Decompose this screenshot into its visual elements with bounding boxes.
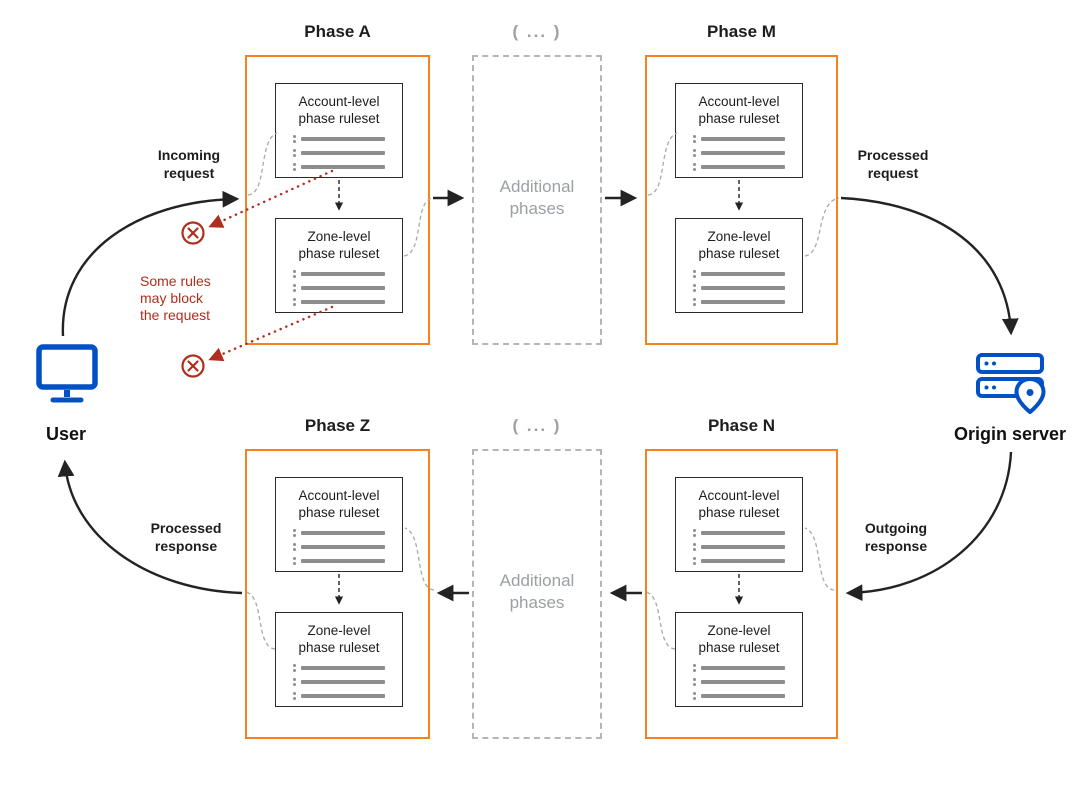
rule-lines xyxy=(693,664,785,700)
origin-server-icon xyxy=(976,353,1046,414)
processed-response-label: Processed response xyxy=(150,520,222,554)
phase-n-account-ruleset-card: Account-level phase ruleset xyxy=(675,477,803,572)
rule-line xyxy=(693,557,785,565)
rule-line xyxy=(693,678,785,686)
rule-line xyxy=(293,135,385,143)
phase-a-title: Phase A xyxy=(304,22,371,41)
ruleset-title: Zone-level phase ruleset xyxy=(298,623,380,655)
rule-line xyxy=(293,678,385,686)
arrow-phase-m-to-origin xyxy=(840,196,1019,336)
phase-a-box: Account-level phase ruleset Zone-level p… xyxy=(245,55,430,345)
phase-z-zone-ruleset-card: Zone-level phase ruleset xyxy=(275,612,403,707)
rule-line xyxy=(693,135,785,143)
rule-lines xyxy=(693,135,785,171)
rule-line xyxy=(293,529,385,537)
ruleset-title: Account-level phase ruleset xyxy=(298,94,380,126)
block-x-icon xyxy=(181,354,205,378)
rule-line xyxy=(293,149,385,157)
rule-line xyxy=(693,149,785,157)
ruleset-title: Zone-level phase ruleset xyxy=(698,229,780,261)
ruleset-title: Account-level phase ruleset xyxy=(698,94,780,126)
user-label: User xyxy=(45,424,87,444)
ruleset-title: Account-level phase ruleset xyxy=(698,488,780,520)
outgoing-response-label: Outgoing response xyxy=(864,520,928,554)
block-x-icon xyxy=(181,221,205,245)
rule-lines xyxy=(293,135,385,171)
rule-line xyxy=(693,298,785,306)
phase-m-box: Account-level phase ruleset Zone-level p… xyxy=(645,55,838,345)
phase-a-zone-ruleset-card: Zone-level phase ruleset xyxy=(275,218,403,313)
rule-line xyxy=(693,529,785,537)
additional-phases-top-box xyxy=(472,55,602,345)
rule-lines xyxy=(693,270,785,306)
processed-request-label: Processed request xyxy=(857,147,929,181)
additional-phases-bottom-box xyxy=(472,449,602,739)
phase-m-account-ruleset-card: Account-level phase ruleset xyxy=(675,83,803,178)
phase-n-zone-ruleset-card: Zone-level phase ruleset xyxy=(675,612,803,707)
rule-line xyxy=(293,692,385,700)
rule-line xyxy=(693,284,785,292)
rule-line xyxy=(293,270,385,278)
phase-n-title: Phase N xyxy=(707,416,776,435)
rule-line xyxy=(293,163,385,171)
ruleset-title: Account-level phase ruleset xyxy=(298,488,380,520)
rule-lines xyxy=(293,664,385,700)
ruleset-title: Zone-level phase ruleset xyxy=(298,229,380,261)
phase-z-account-ruleset-card: Account-level phase ruleset xyxy=(275,477,403,572)
phase-z-title: Phase Z xyxy=(304,416,371,435)
rule-line xyxy=(693,163,785,171)
user-monitor-icon xyxy=(36,344,98,403)
rule-line xyxy=(293,298,385,306)
rule-line xyxy=(693,543,785,551)
rule-line xyxy=(293,284,385,292)
rule-lines xyxy=(293,270,385,306)
rule-line xyxy=(693,270,785,278)
rule-line xyxy=(693,692,785,700)
phase-m-title: Phase M xyxy=(707,22,776,41)
phase-n-box: Account-level phase ruleset Zone-level p… xyxy=(645,449,838,739)
origin-server-label: Origin server xyxy=(953,424,1067,444)
phase-m-zone-ruleset-card: Zone-level phase ruleset xyxy=(675,218,803,313)
additional-phases-bottom-title: ( ... ) xyxy=(512,416,562,435)
rule-lines xyxy=(293,529,385,565)
rule-line xyxy=(693,664,785,672)
block-note: Some rules may block the request xyxy=(140,273,211,323)
additional-phases-top-label: Additional phases xyxy=(499,177,575,218)
ruleset-title: Zone-level phase ruleset xyxy=(698,623,780,655)
phase-z-box: Account-level phase ruleset Zone-level p… xyxy=(245,449,430,739)
additional-phases-bottom-label: Additional phases xyxy=(499,571,575,612)
phase-a-account-ruleset-card: Account-level phase ruleset xyxy=(275,83,403,178)
rule-line xyxy=(293,543,385,551)
incoming-request-label: Incoming request xyxy=(157,147,221,181)
additional-phases-top-title: ( ... ) xyxy=(512,22,562,41)
rule-line xyxy=(293,557,385,565)
rule-line xyxy=(293,664,385,672)
rule-lines xyxy=(693,529,785,565)
